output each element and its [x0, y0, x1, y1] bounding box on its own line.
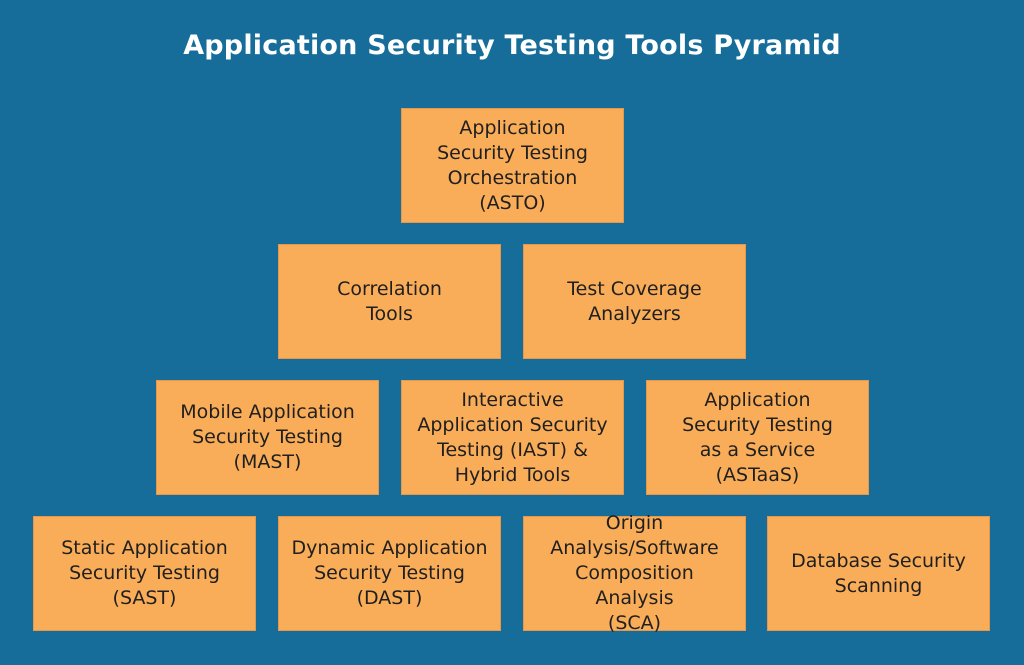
box-astaas-label: Application Security Testing as a Servic…	[682, 388, 833, 486]
box-test-coverage-analyzers-label: Test Coverage Analyzers	[567, 277, 702, 325]
box-correlation-tools-label: Correlation Tools	[337, 277, 442, 325]
box-sca: Origin Analysis/Software Composition Ana…	[523, 512, 746, 634]
box-sast-label: Static Application Security Testing (SAS…	[61, 537, 228, 609]
box-test-coverage-analyzers: Test Coverage Analyzers	[523, 244, 746, 359]
box-mast: Mobile Application Security Testing (MAS…	[156, 380, 379, 495]
box-correlation-tools: Correlation Tools	[278, 244, 501, 359]
box-asto: Application Security Testing Orchestrati…	[401, 108, 624, 223]
box-sca-label: Origin Analysis/Software Composition Ana…	[550, 512, 719, 634]
box-asto-label: Application Security Testing Orchestrati…	[437, 116, 588, 214]
box-dast-label: Dynamic Application Security Testing (DA…	[291, 537, 488, 609]
box-database-security-scanning: Database Security Scanning	[767, 516, 990, 631]
diagram-title: Application Security Testing Tools Pyram…	[183, 30, 841, 61]
box-iast-label: Interactive Application Security Testing…	[417, 388, 608, 486]
box-database-security-scanning-label: Database Security Scanning	[791, 549, 966, 597]
box-sast: Static Application Security Testing (SAS…	[33, 516, 256, 631]
box-mast-label: Mobile Application Security Testing (MAS…	[180, 401, 355, 473]
box-dast: Dynamic Application Security Testing (DA…	[278, 516, 501, 631]
box-astaas: Application Security Testing as a Servic…	[646, 380, 869, 495]
box-iast: Interactive Application Security Testing…	[401, 380, 624, 495]
